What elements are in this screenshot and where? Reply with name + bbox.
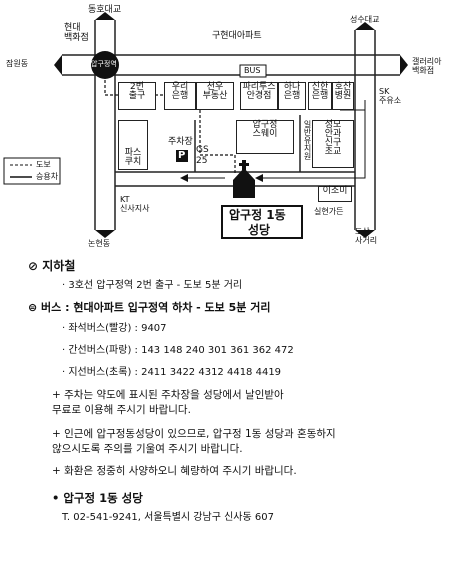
- church-contact: T. 02-541-9241, 서울특별시 강남구 신사동 607: [62, 512, 274, 523]
- subway-detail: · 3호선 압구정역 2번 출구 - 도보 5분 거리: [62, 280, 243, 291]
- station-top-right: 성수대교: [350, 15, 380, 24]
- gs25-line1: GS: [196, 145, 209, 155]
- hyundai-dept-label: 현대 백화점: [64, 23, 89, 43]
- bus-line-3: · 지선버스(초록) : 2411 3422 4312 4418 4419: [62, 367, 282, 378]
- bus-line-2: · 간선버스(파랑) : 143 148 240 301 361 362 472: [62, 345, 294, 356]
- church-label-box: [221, 205, 303, 239]
- kt-sinsa-branch: KT 신사지사: [120, 195, 150, 213]
- station-left-mid: 잠원동: [6, 59, 29, 68]
- station-bottom-right: 도산 사거리: [355, 227, 378, 245]
- note-2b: 않으시도록 주의를 기울여 주시기 바랍니다.: [52, 443, 243, 455]
- location-map: [3, 12, 408, 239]
- station-bottom-left: 논현동: [88, 239, 111, 248]
- silhyeon-garden: 실현가든: [314, 207, 344, 216]
- block-ijomi: 이조미: [318, 186, 352, 202]
- subway-icon: ⊘: [28, 259, 43, 273]
- legend-car: 승용차: [36, 172, 59, 181]
- note-1a: + 주차는 약도에 표시된 주차장을 성당에서 날인받아: [52, 389, 284, 401]
- kindergarten-label: 일반유치원: [303, 120, 312, 160]
- subway-station-marker: [91, 51, 119, 79]
- bus-heading: ⊜ 버스 : 현대아파트 입구정역 하차 - 도보 5분 거리: [28, 301, 271, 314]
- station-top-left: 동호대교: [88, 5, 122, 15]
- parking-sign: P: [178, 150, 186, 161]
- bus-badge: BUS: [244, 66, 261, 75]
- bus-line-1: · 좌석버스(빨강) : 9407: [62, 323, 167, 334]
- sk-gas-station: SK 주유소: [379, 87, 402, 105]
- note-3: + 화환은 정중히 사양하오니 혜량하여 주시기 바랍니다.: [52, 465, 297, 477]
- parking-label: 주차장: [168, 137, 193, 147]
- bus-icon: ⊜: [28, 301, 42, 314]
- subway-badge: 압구정역: [91, 60, 117, 68]
- parking-sign-bg: [176, 150, 188, 162]
- gs25-line2: 25: [196, 156, 208, 166]
- road-top-label: 구현대아파트: [212, 31, 262, 41]
- church-title: • 압구정 1동 성당: [52, 491, 143, 505]
- station-right-mid: 갤러리아 백화점: [412, 57, 442, 75]
- church-icon: [233, 160, 255, 198]
- church-label-line2: 성당: [248, 223, 271, 237]
- subway-heading: ⊘ 지하철: [28, 259, 76, 273]
- legend-walk: 도보: [36, 160, 51, 169]
- church-label-line1: 압구정 1동: [229, 208, 286, 222]
- note-2a: + 인근에 압구정동성당이 있으므로, 압구정 1동 성당과 혼동하지: [52, 428, 336, 440]
- note-1b: 무료로 이용해 주시기 바랍니다.: [52, 404, 191, 416]
